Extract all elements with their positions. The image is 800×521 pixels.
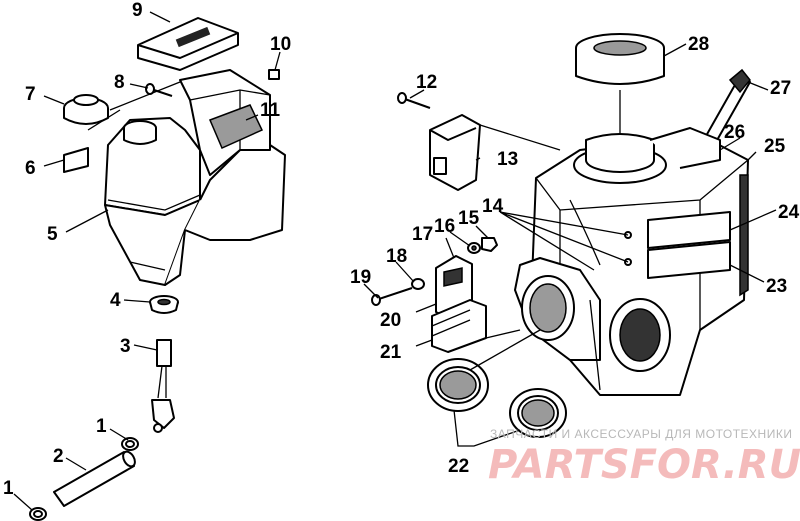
label-23: 23 bbox=[766, 276, 787, 297]
oil-tank-assembly bbox=[13, 11, 286, 521]
label-22: 22 bbox=[448, 456, 469, 477]
label-14: 14 bbox=[482, 196, 504, 217]
label-27: 27 bbox=[770, 78, 791, 99]
label-6: 6 bbox=[25, 158, 36, 179]
part-12-bolt bbox=[397, 92, 431, 109]
label-25: 25 bbox=[764, 136, 786, 157]
label-1-lower: 1 bbox=[3, 478, 14, 499]
part-airbox-body bbox=[514, 127, 749, 396]
part-22-seal-left bbox=[427, 358, 489, 412]
watermark-brand: PARTSFOR.RU bbox=[488, 442, 800, 488]
watermark: ЗАПЧАСТИ И АКСЕССУАРЫ ДЛЯ МОТОТЕХНИКИ PA… bbox=[488, 427, 800, 488]
part-10-nut bbox=[268, 69, 280, 80]
label-17: 17 bbox=[412, 224, 433, 245]
label-11: 11 bbox=[260, 100, 281, 121]
label-21: 21 bbox=[380, 342, 402, 363]
part-1-clamp-lower bbox=[29, 507, 47, 521]
label-24: 24 bbox=[778, 202, 800, 223]
label-13: 13 bbox=[497, 149, 518, 170]
part-3-level-sensor bbox=[151, 339, 175, 433]
label-8: 8 bbox=[114, 72, 125, 93]
part-16-washer bbox=[467, 242, 481, 254]
label-4: 4 bbox=[110, 290, 121, 311]
label-28: 28 bbox=[688, 34, 709, 55]
label-10: 10 bbox=[270, 34, 291, 55]
part-15-nut bbox=[481, 237, 498, 252]
label-16: 16 bbox=[434, 216, 455, 237]
airbox-assembly bbox=[363, 33, 777, 447]
label-2: 2 bbox=[53, 446, 64, 467]
part-6-decal bbox=[63, 147, 89, 173]
part-9-cover bbox=[137, 17, 239, 71]
part-4-grommet bbox=[149, 295, 179, 314]
part-1-clamp-upper bbox=[121, 437, 139, 451]
label-19: 19 bbox=[350, 267, 371, 288]
part-13-bracket bbox=[429, 114, 561, 191]
label-3: 3 bbox=[120, 336, 131, 357]
part-18-washer bbox=[411, 278, 425, 290]
part-19-bolt bbox=[371, 287, 413, 306]
part-2-hose bbox=[53, 450, 136, 507]
label-12: 12 bbox=[416, 72, 437, 93]
part-7-filler-cap bbox=[63, 94, 109, 125]
callout-labels: 1 1 2 3 4 5 6 7 8 9 10 11 12 13 14 15 16… bbox=[3, 0, 800, 499]
label-15: 15 bbox=[458, 208, 480, 229]
watermark-tagline: ЗАПЧАСТИ И АКСЕССУАРЫ ДЛЯ МОТОТЕХНИКИ bbox=[490, 427, 792, 441]
label-1-upper: 1 bbox=[96, 416, 107, 437]
label-18: 18 bbox=[386, 246, 407, 267]
part-22-seal-right bbox=[509, 388, 567, 438]
label-5: 5 bbox=[47, 224, 58, 245]
label-26: 26 bbox=[724, 122, 745, 143]
label-9: 9 bbox=[132, 0, 143, 21]
label-7: 7 bbox=[25, 84, 36, 105]
part-21-damper bbox=[431, 299, 521, 353]
part-5-tank bbox=[104, 69, 286, 286]
label-20: 20 bbox=[380, 310, 401, 331]
part-28-foam-filter bbox=[575, 33, 665, 150]
